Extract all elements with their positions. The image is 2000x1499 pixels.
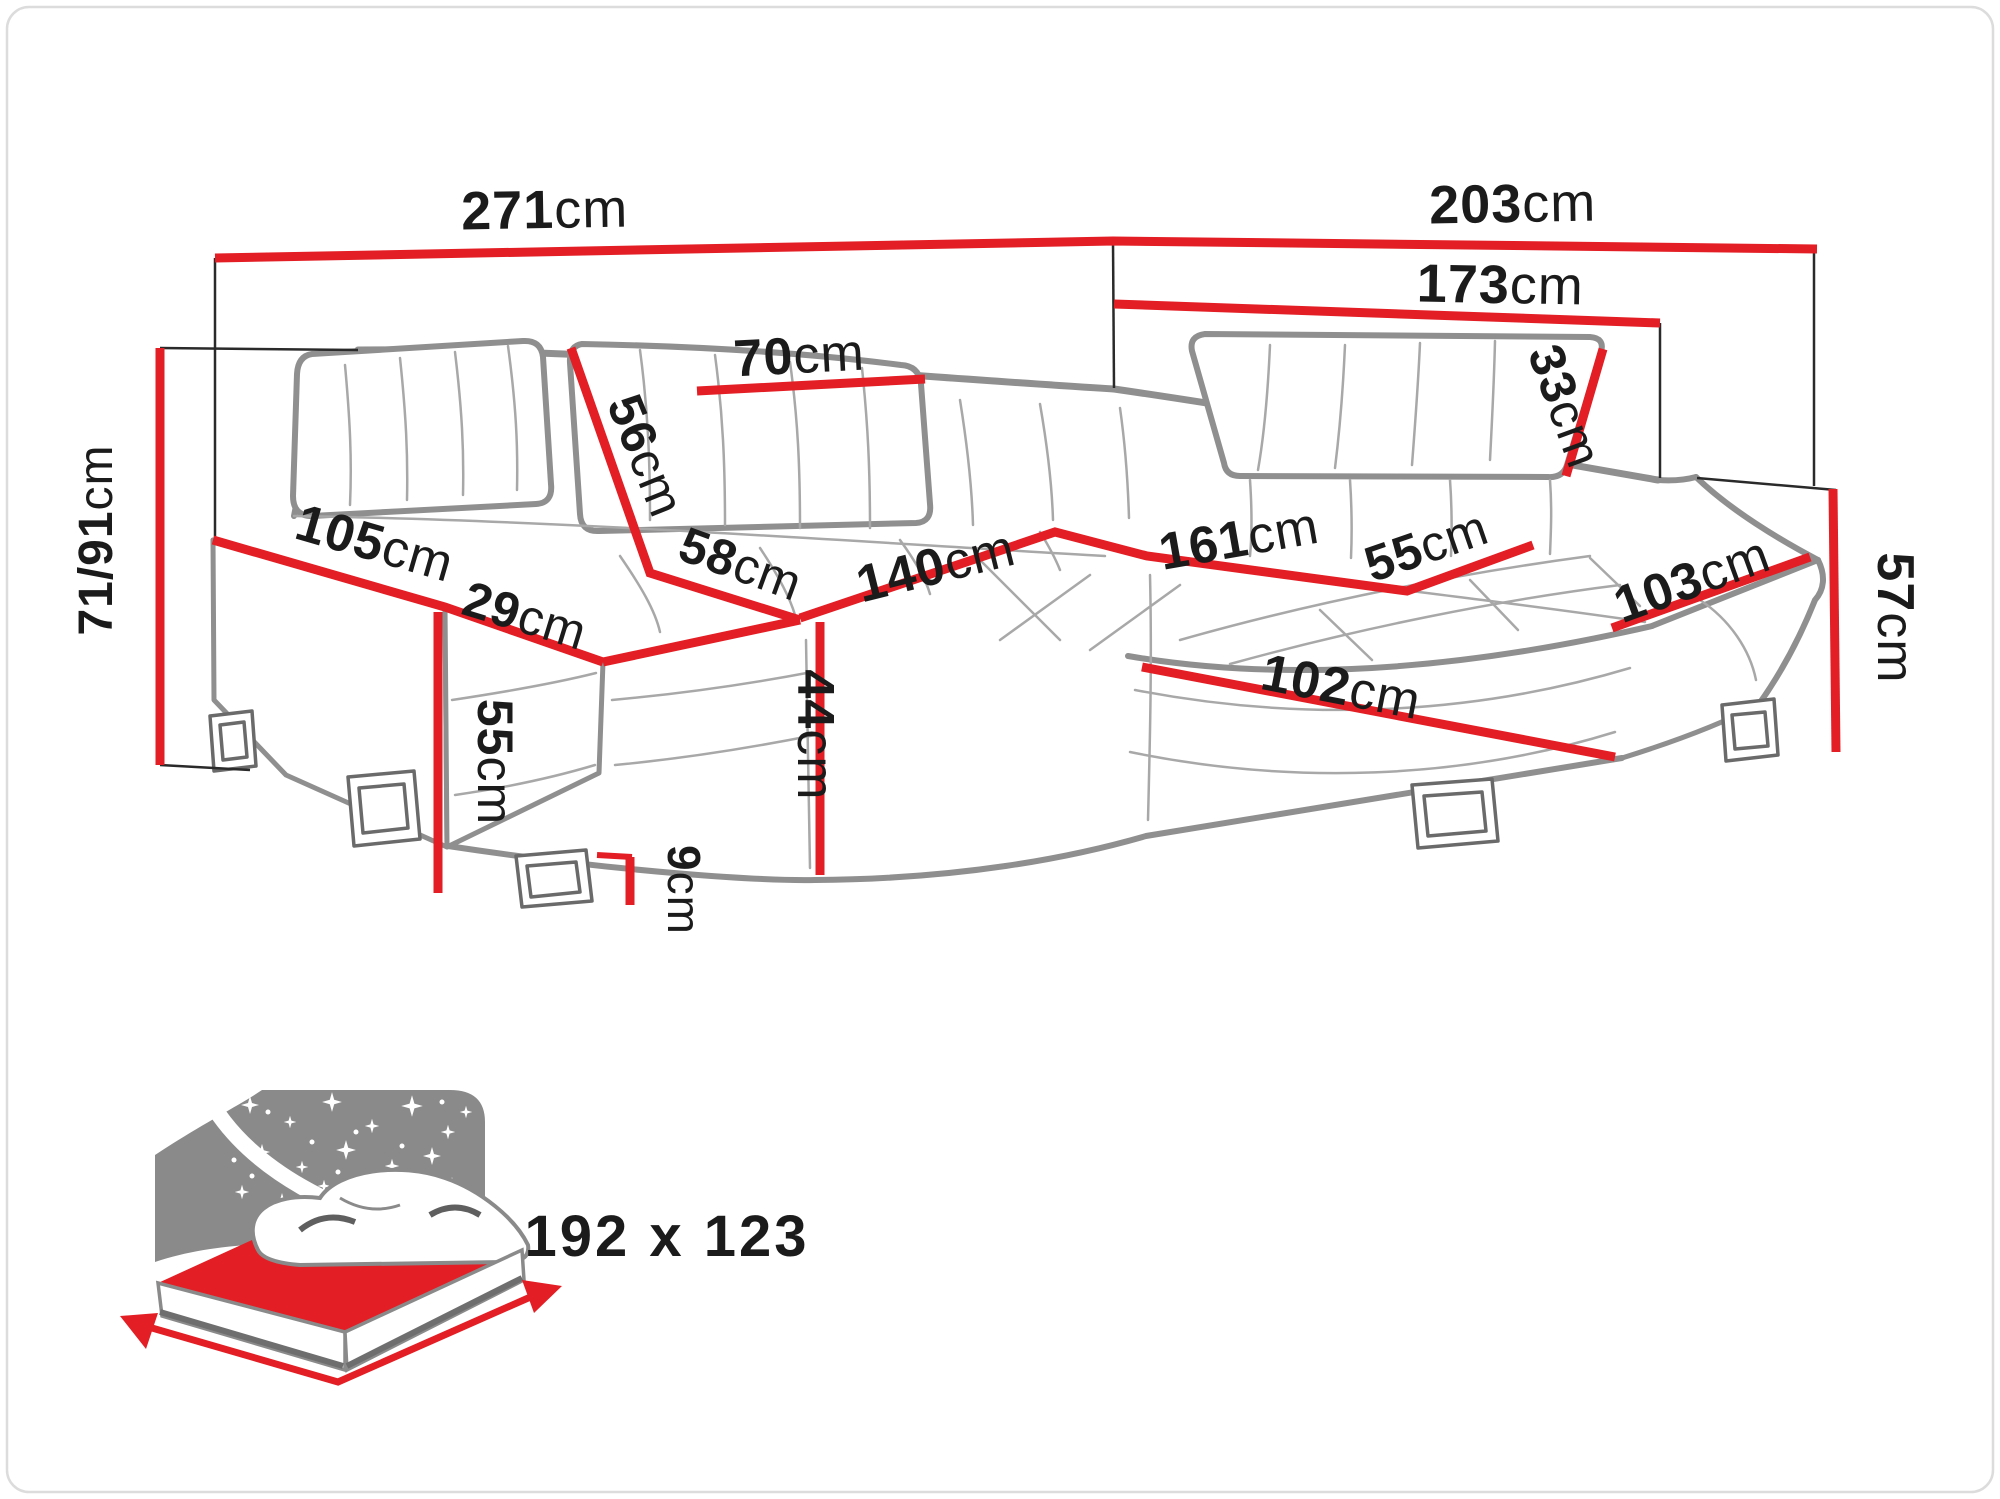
sofa-legs [208, 697, 1780, 909]
dim-line-70 [696, 374, 926, 396]
dimension-label-173cm: 173cm [1416, 254, 1584, 317]
duvet-pillow [250, 1167, 531, 1268]
projection-guide-lines [159, 240, 1837, 772]
image-border [5, 5, 1995, 1494]
upholstery-seams [292, 339, 1758, 870]
dimension-label-71-91cm: 71/91cm [70, 444, 123, 635]
headrest-left-outer [290, 337, 555, 519]
dimension-label-203cm: 203cm [1429, 173, 1597, 236]
dimension-label-140cm: 140cm [851, 519, 1021, 614]
dimension-label-55cm-armrest: 55cm [467, 699, 523, 825]
chaise-right-profile [1756, 557, 1826, 707]
dimension-label-271cm: 271cm [461, 179, 629, 242]
dim-line-140-161-55 [798, 527, 1535, 623]
duvet-fold-left [298, 1214, 357, 1233]
duvet-seam [339, 1196, 401, 1211]
dimension-label-9cm: 9cm [658, 845, 710, 935]
dimension-label-44cm: 44cm [786, 669, 844, 800]
headrest-left-inner [566, 341, 934, 535]
dimension-lines [155, 236, 1841, 905]
dim-tick-9 [596, 852, 633, 860]
dim-line-seat-front [602, 615, 801, 667]
dimension-label-57cm: 57cm [1866, 552, 1924, 683]
dim-line-105-29 [211, 535, 605, 667]
mattress-bottom-edge-front [159, 1309, 344, 1369]
bed-size-arrow-line [151, 1291, 537, 1386]
mattress-bottom-edge-side [345, 1275, 524, 1369]
duvet-fold-right [428, 1204, 482, 1218]
arrowhead-left-icon [120, 1313, 158, 1349]
dimension-label-55cm-seat: 55cm [1358, 499, 1496, 593]
dimension-label-102cm: 102cm [1257, 643, 1426, 731]
dim-line-271-203 [214, 236, 1818, 263]
dim-line-57 [1828, 488, 1841, 753]
sleep-function-bed-icon [120, 1088, 562, 1386]
mattress-front-face [155, 1280, 347, 1373]
dim-line-102 [1141, 662, 1616, 762]
chaise-right-shoulder [1693, 474, 1821, 563]
sleeping-area-size-label: 192 x 123 [524, 1204, 809, 1269]
dim-line-56-58 [566, 346, 802, 625]
dimension-label-70cm: 70cm [732, 324, 866, 389]
base-edge [445, 755, 1625, 884]
sofa-illustration [208, 331, 1826, 909]
dimension-label-103cm: 103cm [1607, 525, 1778, 635]
chaise-right-rim [1649, 557, 1821, 629]
dim-line-173 [1113, 299, 1661, 328]
headrest-right [1188, 331, 1605, 481]
chaise-front-rim [1125, 623, 1655, 673]
dimension-labels: 271cm 203cm 173cm 70cm 56cm 58cm 140cm 1… [70, 173, 1924, 935]
back-corner-right [1655, 474, 1699, 484]
mattress-side-face [343, 1247, 526, 1373]
arrowhead-right-icon [522, 1280, 562, 1313]
dim-line-103 [1610, 552, 1812, 633]
dim-line-33 [1561, 347, 1608, 478]
